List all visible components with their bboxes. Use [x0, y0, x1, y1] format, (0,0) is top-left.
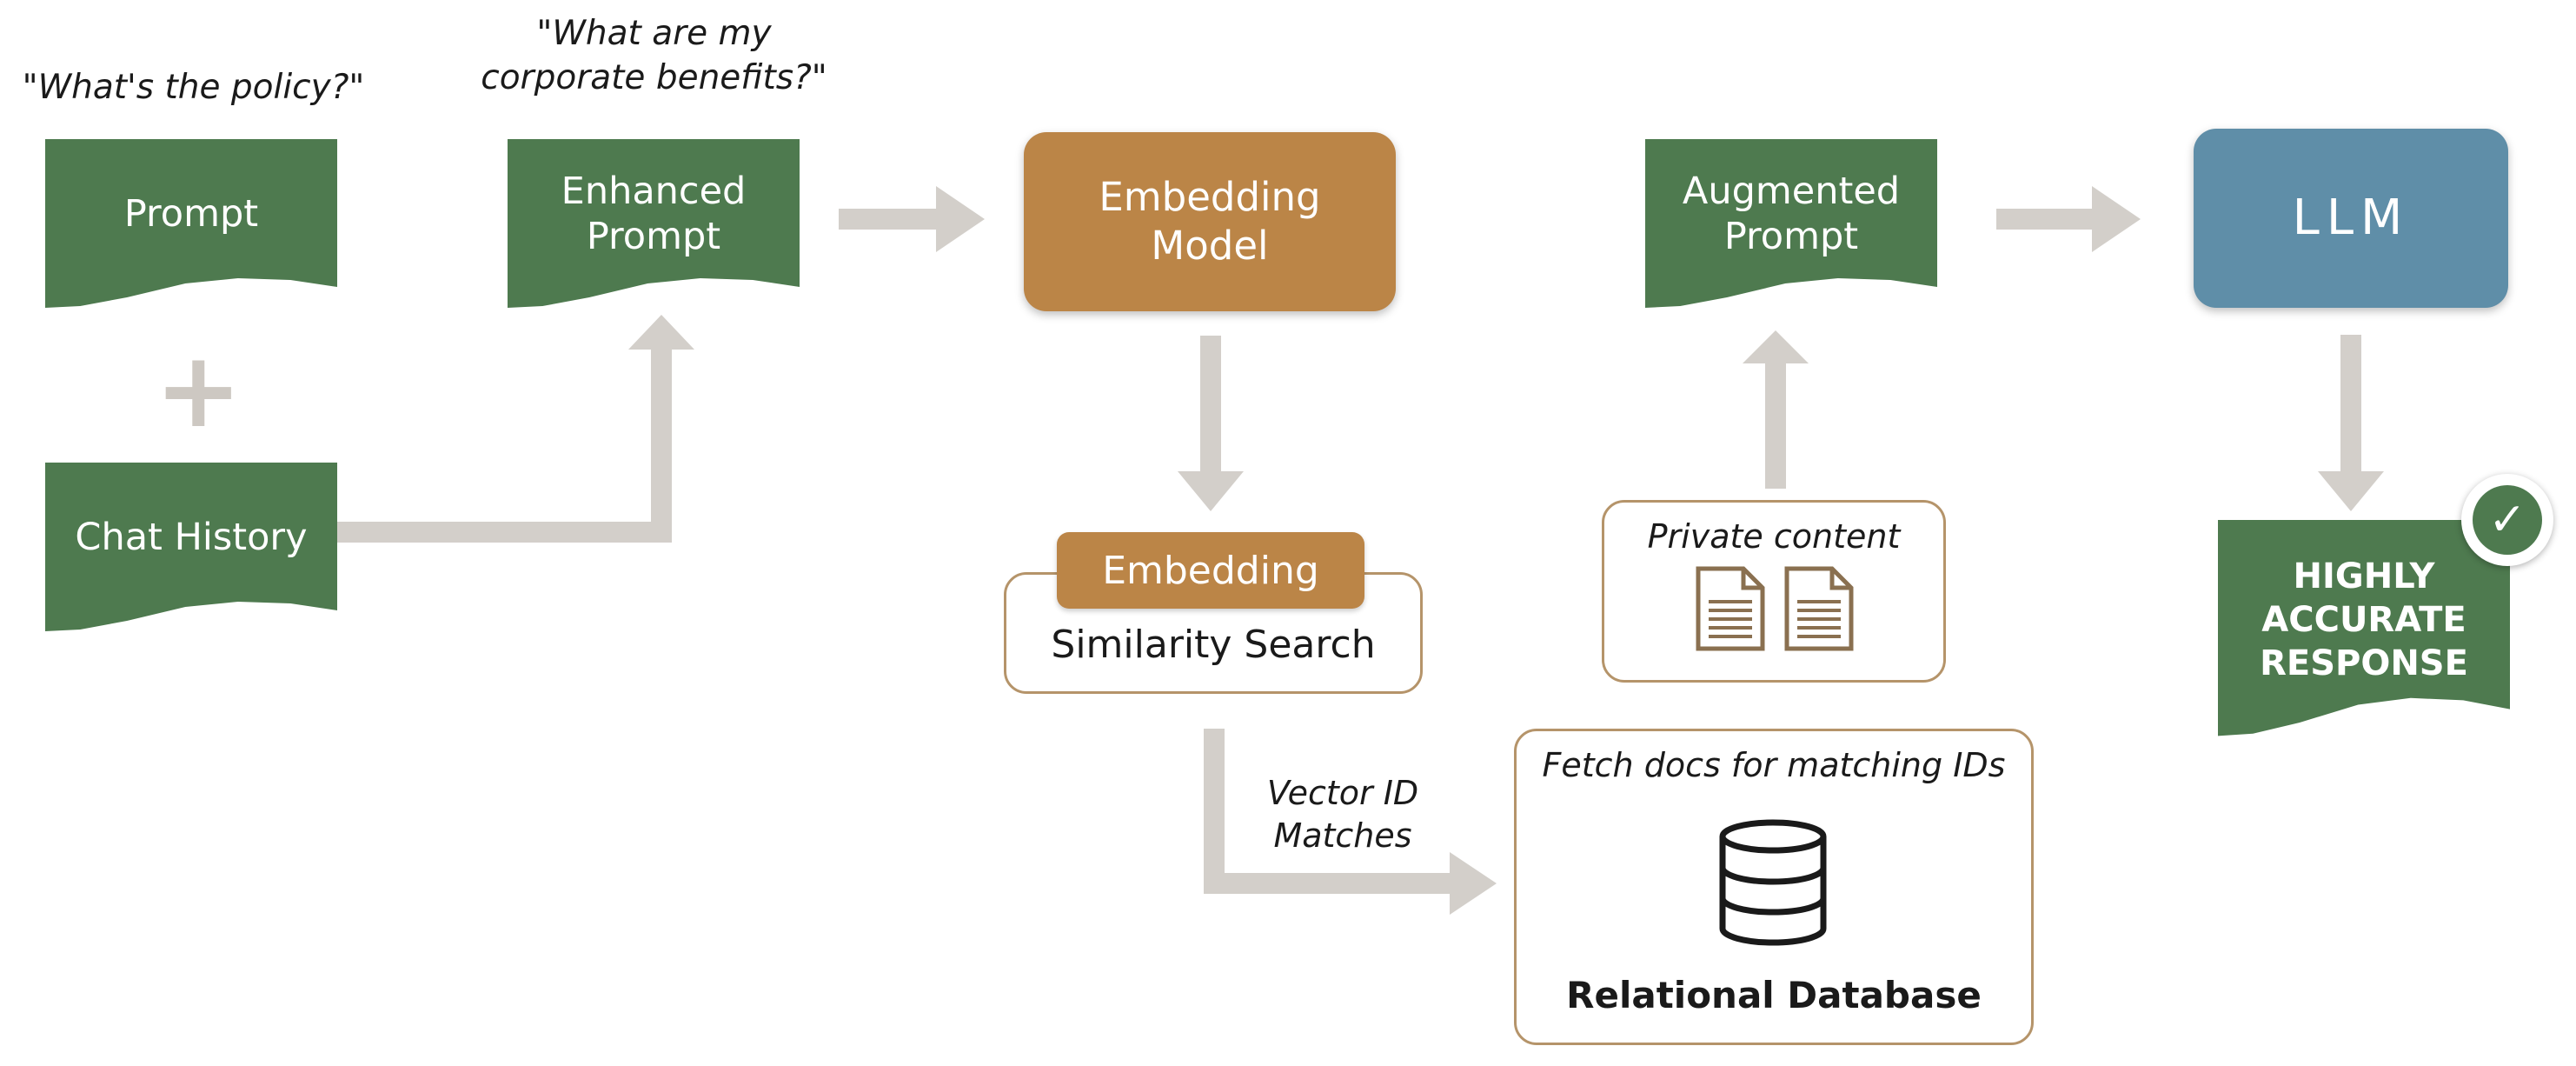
- highly-accurate-response-doc: HIGHLY ACCURATE RESPONSE: [2218, 520, 2510, 736]
- relational-database-box: [1514, 729, 2034, 1045]
- prompt-label: Prompt: [123, 191, 259, 236]
- arrowhead-augmented: [1743, 330, 1809, 363]
- benefits-question: "What are my corporate benefits?": [481, 14, 827, 97]
- relational-database-label: Relational Database: [1566, 974, 1982, 1016]
- private-content-label: Private content: [1647, 517, 1901, 556]
- vector-id-matches-label: Vector ID Matches: [1266, 774, 1419, 856]
- prompt-doc: Prompt: [45, 139, 337, 308]
- arrow-search-to-database: [1204, 729, 1453, 894]
- enhanced-prompt-label: Enhanced Prompt: [561, 169, 747, 258]
- highly-accurate-response-label: HIGHLY ACCURATE RESPONSE: [2260, 556, 2468, 683]
- arrowhead-response: [2318, 471, 2384, 511]
- chat-history-label: Chat History: [75, 515, 308, 559]
- fetch-docs-label: Fetch docs for matching IDs: [1542, 746, 2006, 784]
- llm-box: LLM: [2194, 129, 2508, 308]
- database-icon: [1719, 819, 1827, 946]
- plus-icon: +: [155, 330, 242, 451]
- augmented-prompt-doc: Augmented Prompt: [1645, 139, 1937, 308]
- augmented-prompt-label: Augmented Prompt: [1682, 169, 1901, 258]
- chat-history-doc: Chat History: [45, 463, 337, 631]
- arrowhead-database: [1450, 852, 1497, 915]
- similarity-search-label: Similarity Search: [1051, 623, 1376, 667]
- arrowhead-embedding: [936, 186, 985, 252]
- arrowhead-llm: [2092, 186, 2141, 252]
- embedding-model-box: Embedding Model: [1024, 132, 1396, 311]
- embedding-tab: Embedding: [1057, 532, 1364, 609]
- check-icon: ✓: [2461, 474, 2553, 566]
- arrow-chat-to-enhanced: [337, 348, 672, 543]
- arrowhead-enhanced: [628, 315, 694, 350]
- document-icon: [1696, 566, 1765, 651]
- private-content-box: [1602, 500, 1946, 683]
- enhanced-prompt-doc: Enhanced Prompt: [508, 139, 800, 308]
- document-icon: [1784, 566, 1854, 651]
- arrowhead-search: [1178, 471, 1244, 511]
- policy-question: "What's the policy?": [22, 68, 365, 107]
